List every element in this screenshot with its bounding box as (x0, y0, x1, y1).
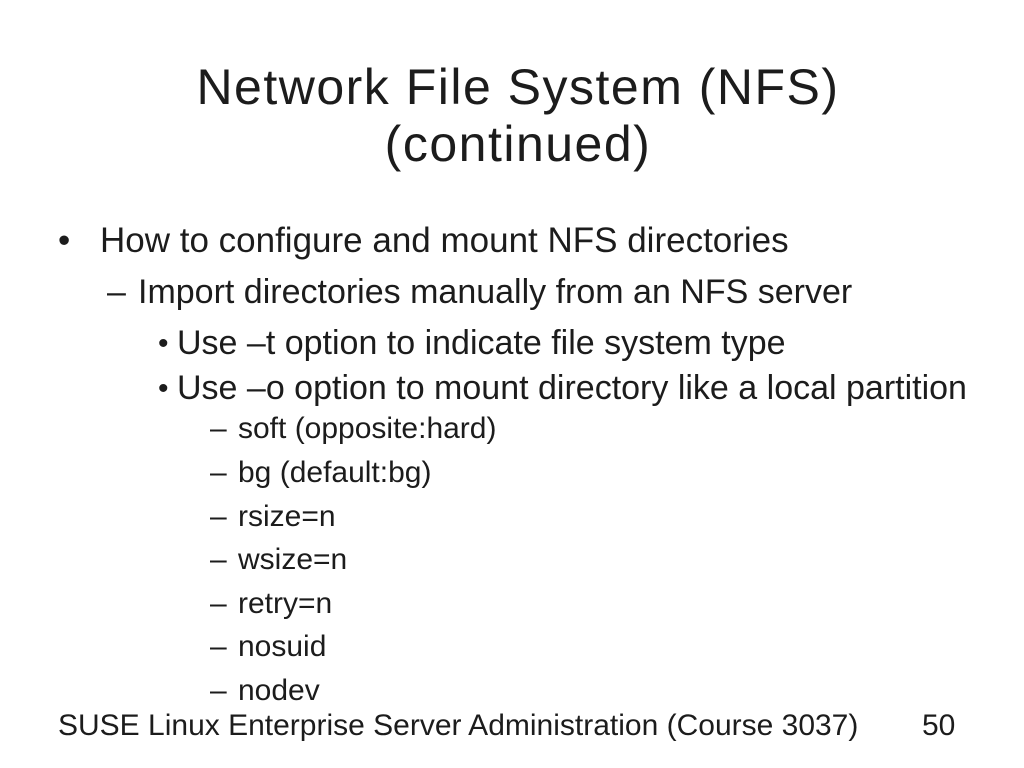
list-item-text: Use –o option to mount directory like a … (177, 369, 967, 407)
dash-icon: – (210, 587, 227, 620)
list-item-text: bg (default:bg) (238, 456, 432, 489)
list-item-text: nosuid (238, 630, 327, 663)
footer-course-label: SUSE Linux Enterprise Server Administrat… (58, 709, 859, 742)
list-item-text: How to configure and mount NFS directori… (100, 221, 789, 260)
slide-title: Network File System (NFS) (continued) (12, 59, 1024, 173)
list-item-text: Import directories manually from an NFS … (138, 273, 853, 311)
title-line-2: (continued) (384, 116, 652, 172)
list-item-text: wsize=n (238, 543, 348, 576)
list-item-text: rsize=n (238, 500, 336, 533)
footer-page-number: 50 (922, 709, 956, 742)
bullet-icon: • (58, 221, 71, 260)
bullet-icon: • (158, 372, 169, 405)
dash-icon: – (210, 543, 227, 576)
list-item-text: retry=n (238, 587, 333, 620)
title-line-1: Network File System (NFS) (196, 59, 840, 115)
list-item-text: Use –t option to indicate file system ty… (177, 324, 786, 362)
dash-icon: – (210, 500, 227, 533)
dash-icon: – (107, 273, 126, 311)
list-item-text: nodev (238, 674, 320, 707)
dash-icon: – (210, 456, 227, 489)
dash-icon: – (210, 674, 227, 707)
list-item-text: soft (opposite:hard) (238, 412, 497, 445)
dash-icon: – (210, 630, 227, 663)
bullet-icon: • (158, 327, 169, 360)
dash-icon: – (210, 412, 227, 445)
